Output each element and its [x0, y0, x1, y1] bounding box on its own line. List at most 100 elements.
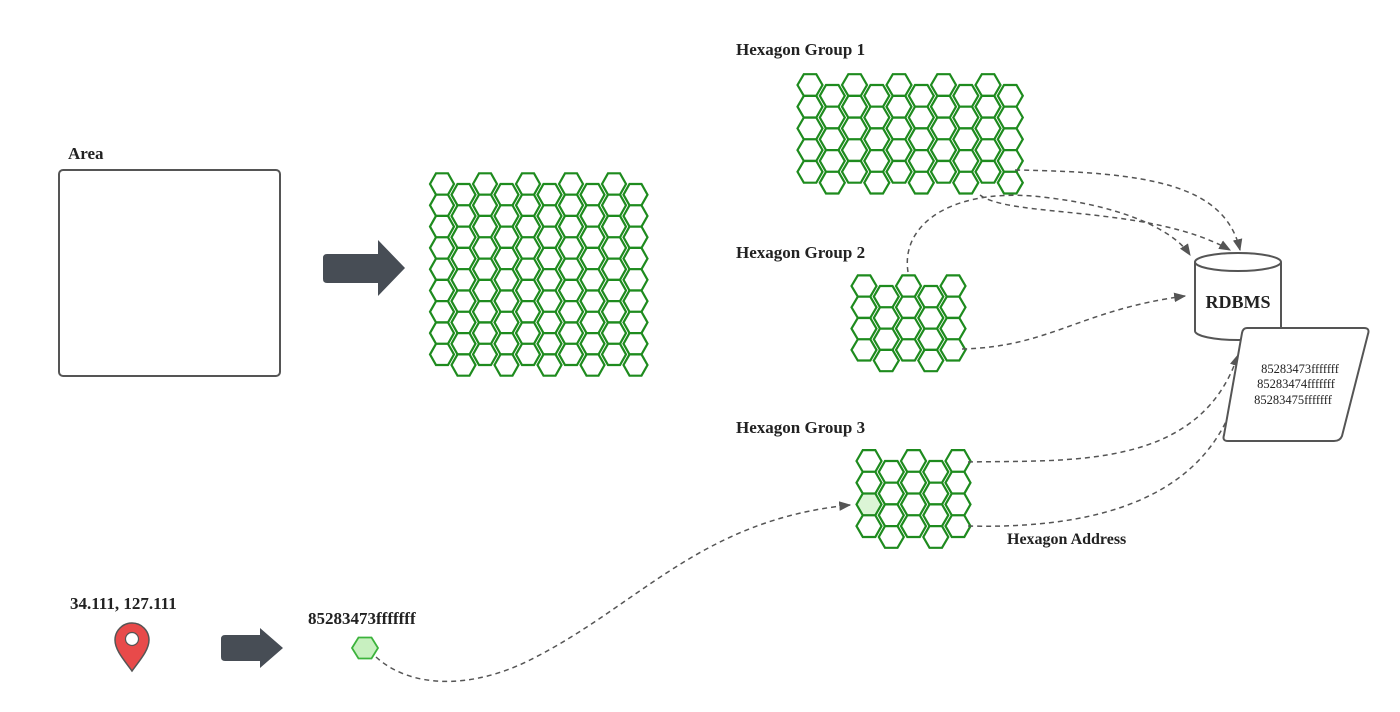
hexagon-cell	[471, 214, 499, 239]
hexagon-cell	[952, 127, 980, 152]
hexagon-cell	[428, 321, 456, 345]
single-hexagon-cell	[350, 636, 380, 660]
hexagon-cell	[899, 492, 928, 517]
hexagon-cell	[579, 332, 606, 356]
hexagon-cell	[974, 94, 1002, 119]
record-row-3: 85283475fffffff	[1254, 393, 1333, 407]
hexagon-group-2-grid	[850, 274, 967, 373]
hexagon-cell	[944, 470, 972, 495]
hexagon-cell	[579, 204, 606, 228]
area-box	[58, 169, 281, 377]
hexagon-cell	[450, 310, 477, 335]
hexagon-cell	[622, 310, 649, 335]
hexagon-cell	[877, 481, 906, 506]
hexagon-cell	[536, 289, 563, 313]
hexagon-cell	[450, 289, 477, 313]
connector-group2-rdbms-a	[906, 194, 1191, 273]
hexagon-cell	[428, 278, 456, 303]
hexagon-cell	[493, 268, 520, 292]
hexagon-cell	[514, 172, 542, 196]
hexagon-cell	[557, 342, 585, 367]
hexagon-cell	[939, 295, 967, 319]
connector-cell-to-group3	[375, 501, 852, 683]
hexagon-cell	[428, 300, 456, 324]
hexagon-cell	[450, 225, 477, 249]
hexagon-cell	[996, 149, 1025, 173]
hexagon-cell	[894, 295, 923, 319]
hexagon-cell	[536, 225, 563, 249]
hexagon-cell	[917, 327, 945, 351]
hexagon-cell	[600, 236, 628, 260]
hexagon-cell	[894, 338, 923, 362]
hexagon-cell	[622, 246, 649, 271]
hexagon-cell	[863, 170, 891, 195]
hexagon-cell	[536, 182, 563, 207]
hexagon-cell	[579, 289, 606, 313]
hexagon-cell	[622, 225, 649, 249]
hexagon-cell	[493, 204, 520, 228]
hexagon-cell	[600, 278, 628, 303]
hexagon-cell	[471, 257, 499, 281]
hexagon-cell	[796, 159, 824, 184]
hexagon-cell	[996, 83, 1025, 108]
hexagon-cell	[974, 73, 1002, 97]
hexagon-cell	[850, 274, 878, 298]
hexagon-cell	[885, 138, 913, 162]
hexagon-cell	[929, 159, 958, 184]
hexagon-cell	[944, 514, 972, 539]
hexagon-cell	[514, 257, 542, 281]
hexagon-cell	[922, 524, 950, 549]
hexagon-cell	[450, 246, 477, 271]
connector-group2-rdbms-b	[961, 292, 1187, 350]
hexagon-cell	[493, 353, 520, 377]
hexagon-cell	[450, 182, 477, 207]
area-label: Area	[68, 144, 104, 163]
hexagon-cell	[863, 83, 891, 108]
record-row-1: 85283473fffffff	[1261, 362, 1340, 376]
hexagon-group-1-grid	[796, 73, 1025, 195]
hexagon-cell	[557, 172, 585, 196]
hexagon-cell	[536, 310, 563, 335]
hexagon-cell	[952, 105, 980, 130]
hexagon-cell	[557, 257, 585, 281]
hexagon-cell	[996, 127, 1025, 152]
hexagon-cell	[944, 492, 972, 517]
hexagon-cell	[557, 321, 585, 345]
hexagon-cell	[622, 268, 649, 292]
hexagon-cell	[885, 116, 913, 141]
hexagon-cell	[929, 94, 958, 119]
record-row-2: 85283474fffffff	[1257, 377, 1336, 391]
hexagon-group-2-label: Hexagon Group 2	[736, 243, 865, 262]
hexagon-cell	[907, 83, 936, 108]
hexagon-cell	[536, 268, 563, 292]
hexagon-cell	[863, 149, 891, 173]
hexagon-cell	[493, 332, 520, 356]
hexagon-cell	[885, 94, 913, 119]
hexagon-cell	[907, 127, 936, 152]
hexagon-cell	[579, 182, 606, 207]
hexagon-cell	[579, 268, 606, 292]
hexagon-cell	[579, 310, 606, 335]
hexagon-cell	[557, 278, 585, 303]
hexagon-cell	[894, 274, 923, 298]
hexagon-cell	[471, 278, 499, 303]
hexagon-cell	[872, 348, 901, 373]
hexagon-cell	[600, 172, 628, 196]
hexagon-cell	[600, 214, 628, 239]
hexagon-cell	[939, 274, 967, 298]
hexagon-cell	[450, 332, 477, 356]
hexagon-cell	[877, 524, 906, 549]
hexagon-cell	[536, 332, 563, 356]
hexagon-cell	[922, 481, 950, 506]
hexagon-cell	[493, 225, 520, 249]
hexagon-cell	[796, 138, 824, 162]
hexagon-cell	[818, 170, 847, 195]
hexagon-cell	[952, 83, 980, 108]
hexagon-cell	[471, 193, 499, 218]
hexagon-cell	[974, 116, 1002, 141]
hexagon-cell	[450, 204, 477, 228]
hexagon-cell	[471, 172, 499, 196]
hexagon-cell	[907, 149, 936, 173]
hexagon-cell	[536, 246, 563, 271]
